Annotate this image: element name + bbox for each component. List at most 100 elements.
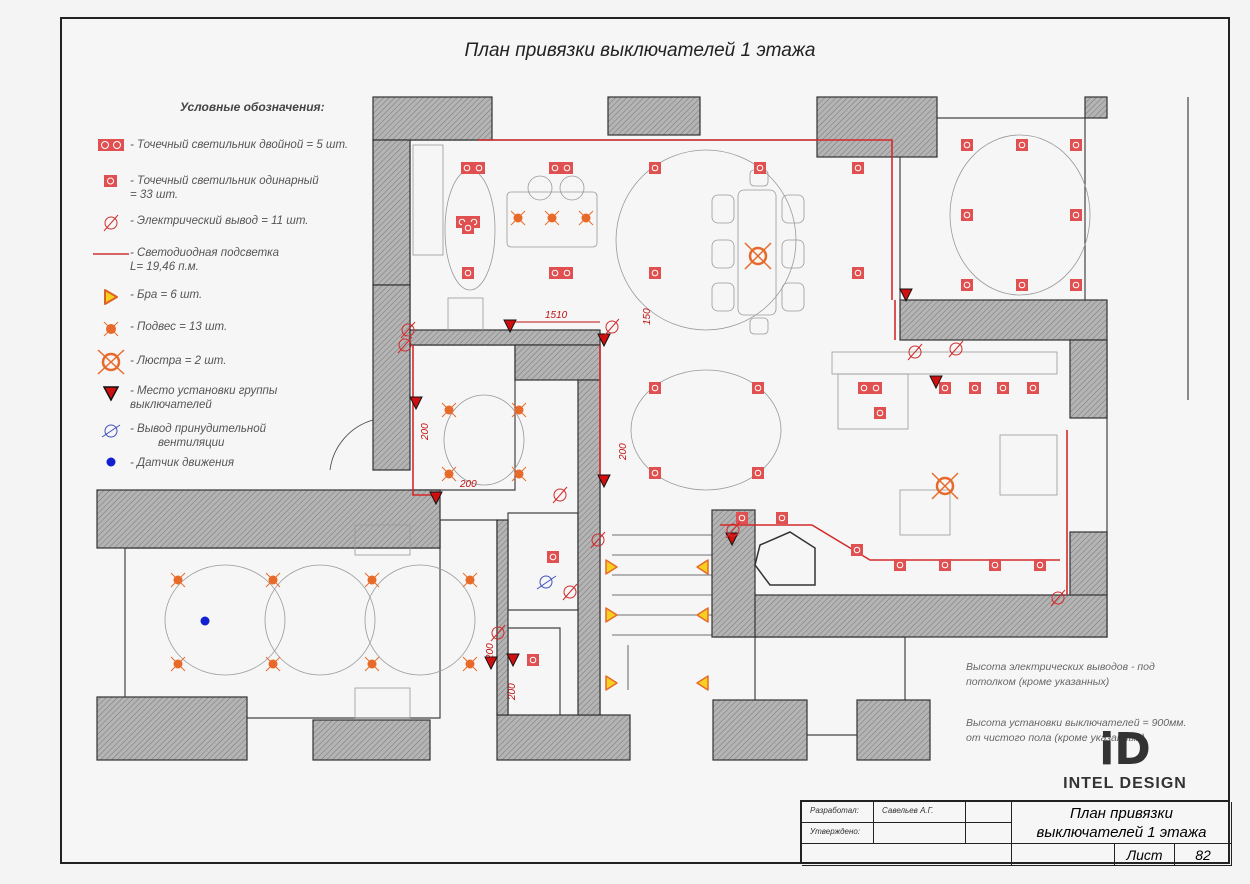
electric-outlet-icon xyxy=(103,214,119,232)
single-spotlight-icon xyxy=(649,467,661,479)
company-logo: iD INTEL DESIGN xyxy=(1063,724,1187,793)
wall xyxy=(816,96,938,158)
single-spotlight-icon xyxy=(969,382,981,394)
wall xyxy=(372,284,411,471)
single-spotlight-icon xyxy=(754,162,766,174)
wall xyxy=(899,299,1108,341)
single-spotlight-icon xyxy=(939,559,951,571)
legend-item-double-spotlight: - Точечный светильник двойной = 5 шт. xyxy=(92,138,348,156)
electric-outlet-icon xyxy=(490,624,506,642)
dimension-1510: 1510 xyxy=(545,310,568,321)
wall xyxy=(856,699,931,761)
single-spotlight-icon xyxy=(1016,139,1028,151)
single-spotlight-icon xyxy=(997,382,1009,394)
drawing-title: План привязки выключателей 1 этажа xyxy=(464,40,816,61)
wall xyxy=(514,344,601,381)
motion-sensor-icon xyxy=(106,457,116,467)
led-strip-icon xyxy=(93,253,129,255)
switch-group-icon xyxy=(597,333,611,348)
pendant-icon xyxy=(265,656,281,672)
wall-sconce-icon xyxy=(104,289,118,305)
double-spotlight-icon xyxy=(461,162,485,174)
pendant-icon xyxy=(462,656,478,672)
electric-outlet-icon xyxy=(400,321,416,339)
chandelier-icon xyxy=(97,349,125,375)
single-spotlight-icon xyxy=(1016,279,1028,291)
single-spotlight-icon xyxy=(961,209,973,221)
switch-group-icon xyxy=(409,396,423,411)
pendant-icon xyxy=(511,402,527,418)
single-spotlight-icon xyxy=(1027,382,1039,394)
wall-sconce-icon xyxy=(605,675,618,691)
dimension-200: 200 xyxy=(507,683,518,701)
electric-outlet-icon xyxy=(397,336,413,354)
pendant-icon xyxy=(103,321,119,337)
drawing-sheet xyxy=(60,17,1230,864)
single-spotlight-icon xyxy=(527,654,539,666)
legend-item-motion-sensor: - Датчик движения xyxy=(92,456,234,474)
wall xyxy=(496,519,509,716)
wall xyxy=(714,594,1108,638)
wall xyxy=(96,489,441,549)
legend-item-wall-sconce: - Бра = 6 шт. xyxy=(92,288,202,306)
legend-item-chandelier: - Люстра = 2 шт. xyxy=(92,348,226,375)
legend-heading: Условные обозначения: xyxy=(180,100,325,114)
wall-sconce-icon xyxy=(605,607,618,623)
electric-outlet-icon xyxy=(948,340,964,358)
pendant-icon xyxy=(578,210,594,226)
single-spotlight-icon xyxy=(1070,209,1082,221)
wall xyxy=(312,719,431,761)
wall xyxy=(372,139,411,286)
chandelier-icon xyxy=(931,472,959,500)
switch-group-icon xyxy=(506,653,520,668)
single-spotlight-icon xyxy=(1034,559,1046,571)
pendant-icon xyxy=(265,572,281,588)
ventilation-outlet-icon xyxy=(101,424,121,438)
chandelier-icon xyxy=(744,242,772,270)
title-block: Разработал: Савельев А.Г. Утверждено: Пл… xyxy=(800,800,1232,866)
pendant-icon xyxy=(364,656,380,672)
ventilation-outlet-icon xyxy=(536,575,557,590)
single-spotlight-icon xyxy=(752,382,764,394)
single-spotlight-icon xyxy=(776,512,788,524)
wall-sconce-icon xyxy=(696,675,709,691)
pendant-icon xyxy=(544,210,560,226)
switch-group-icon xyxy=(102,386,120,402)
single-spotlight-icon xyxy=(462,222,474,234)
wall xyxy=(1084,96,1108,119)
switch-group-icon xyxy=(484,656,498,671)
single-spotlight-icon xyxy=(989,559,1001,571)
single-spotlight-icon xyxy=(961,279,973,291)
single-spotlight-icon xyxy=(852,267,864,279)
wall-sconce-icon xyxy=(696,607,709,623)
dimension-200: 200 xyxy=(459,479,477,490)
pendant-icon xyxy=(441,402,457,418)
wall-sconce-icon xyxy=(605,559,618,575)
single-spotlight-icon xyxy=(649,267,661,279)
pendant-icon xyxy=(364,572,380,588)
electric-outlet-icon xyxy=(1050,589,1066,607)
switch-group-icon xyxy=(899,288,913,303)
wall xyxy=(1069,339,1108,419)
dimension-200: 200 xyxy=(618,443,629,461)
single-spotlight-icon xyxy=(752,467,764,479)
dimension-150: 150 xyxy=(642,308,653,325)
switch-group-icon xyxy=(429,491,443,506)
switch-group-icon xyxy=(503,319,517,334)
note-switch-height: Высота установки выключателей = 900мм.от… xyxy=(966,717,1187,744)
legend-item-single-spotlight: - Точечный светильник одинарный= 33 шт. xyxy=(92,174,319,202)
pendant-icon xyxy=(511,466,527,482)
legend: Условные обозначения: - Точечный светиль… xyxy=(92,100,382,469)
single-spotlight-icon xyxy=(874,407,886,419)
pendant-icon xyxy=(510,210,526,226)
single-spotlight-icon xyxy=(462,267,474,279)
single-spotlight-icon xyxy=(894,559,906,571)
electric-outlet-icon xyxy=(604,318,620,336)
pendant-icon xyxy=(170,572,186,588)
single-spotlight-icon xyxy=(1070,279,1082,291)
pendant-icon xyxy=(441,466,457,482)
motion-sensor-icon xyxy=(200,616,210,626)
